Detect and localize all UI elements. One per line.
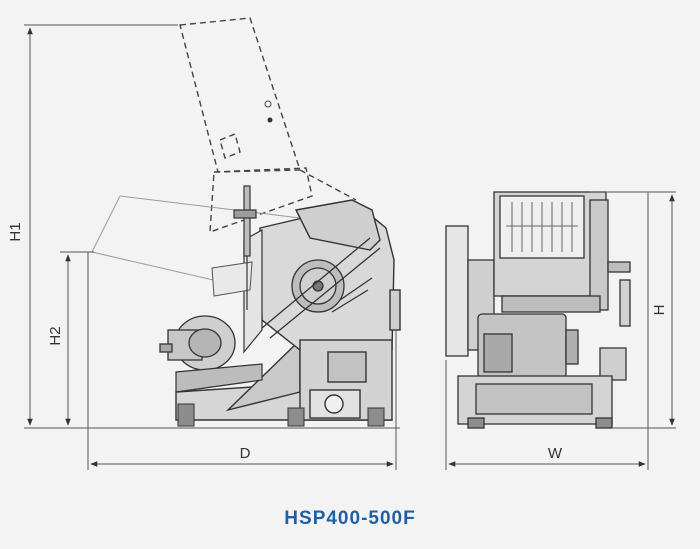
front-feet: [467, 417, 613, 429]
side-view: [91, 17, 401, 427]
motor-base: [175, 363, 263, 393]
front-motor: [477, 313, 579, 379]
front-view: [445, 191, 631, 429]
hopper-raised-outline: [179, 17, 357, 234]
hydraulic-cylinder: [233, 185, 257, 310]
dimension-lines: [24, 24, 676, 470]
hopper-pivot-icon: [264, 100, 272, 108]
rotor: [261, 237, 381, 339]
feed-chute: [211, 261, 253, 297]
dimension-label-h1: H1: [7, 222, 24, 241]
dimension-label-h: H: [651, 305, 668, 316]
side-guard: [243, 228, 263, 354]
dimension-label-h2: H2: [47, 326, 64, 345]
dimension-label-d: D: [240, 445, 251, 462]
motor: [159, 315, 236, 371]
model-title: HSP400-500F: [284, 508, 416, 529]
machine-feet: [177, 403, 385, 427]
dimension-label-w: W: [548, 445, 563, 462]
hopper-bolt-icon: [267, 117, 273, 123]
